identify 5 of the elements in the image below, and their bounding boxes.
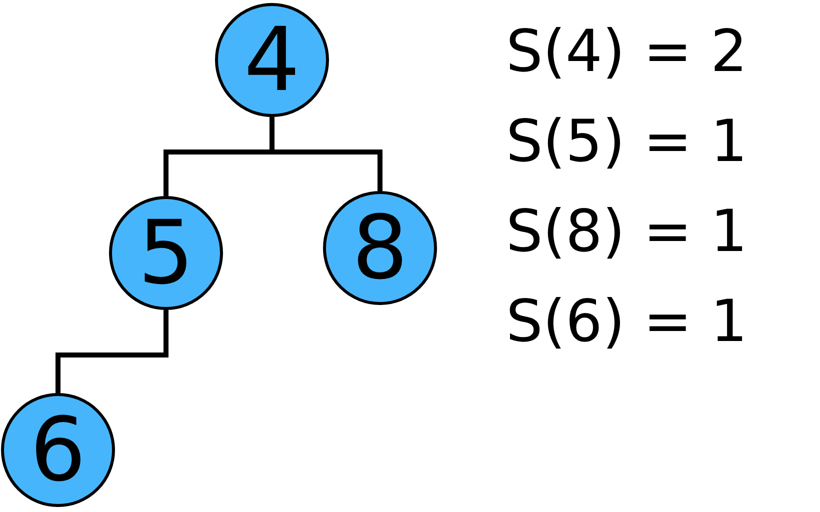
size-formula-text: S(4) = 2	[506, 16, 748, 87]
size-formula-text: S(5) = 1	[506, 106, 748, 177]
size-formula-text: S(8) = 1	[506, 196, 748, 267]
connector-line	[56, 310, 168, 393]
size-formula-text: S(6) = 1	[506, 286, 748, 357]
